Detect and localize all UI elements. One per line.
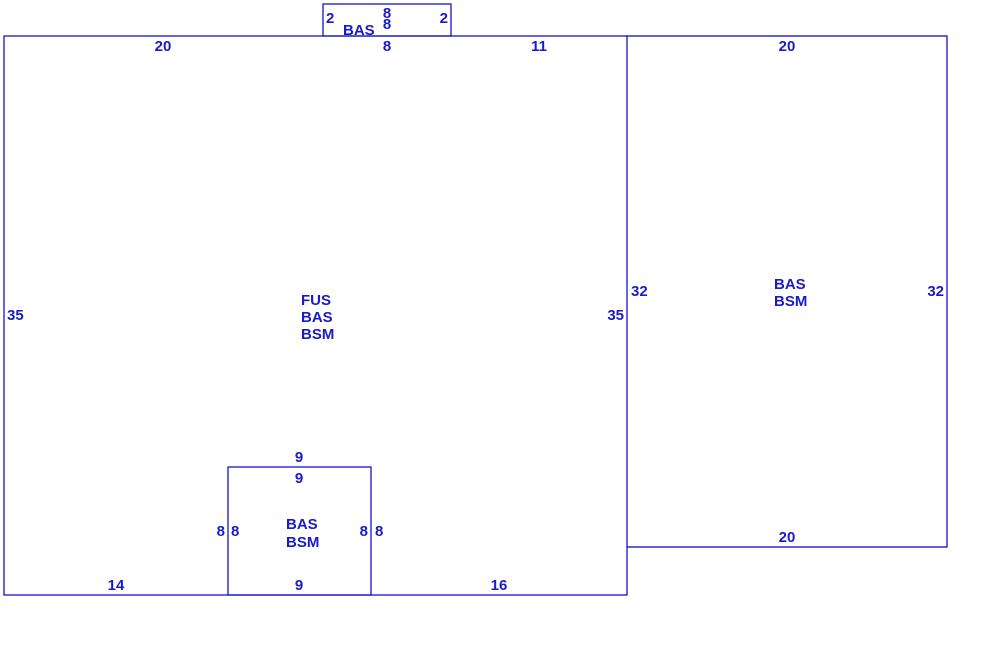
inset-dim-right-inner: 8 [360, 523, 368, 540]
main-dim-top-left: 20 [155, 38, 172, 55]
east-label-1: BAS [774, 276, 806, 293]
bay-dim-top: 8 [383, 5, 391, 22]
main-label-3: BSM [301, 326, 334, 343]
inset-area-outline [227, 466, 372, 596]
east-dim-left: 32 [631, 283, 648, 300]
bay-area-outline [322, 3, 452, 37]
inset-dim-left-inner: 8 [231, 523, 239, 540]
east-dim-bottom: 20 [779, 529, 796, 546]
inset-dim-top-inner: 9 [295, 470, 303, 487]
inset-dim-bottom: 9 [295, 577, 303, 594]
main-dim-top-right: 11 [531, 38, 547, 55]
main-dim-right: 35 [607, 307, 624, 324]
bay-label: BAS [343, 22, 375, 39]
east-area-outline [627, 35, 948, 548]
inset-label-1: BAS [286, 516, 318, 533]
inset-area: 9 9 9 8 8 8 8 BAS BSM [217, 449, 383, 596]
main-label-1: FUS [301, 292, 331, 309]
inset-dim-left-outer: 8 [217, 523, 225, 540]
main-dim-top-mid: 8 [383, 38, 391, 55]
main-dim-left: 35 [7, 307, 24, 324]
main-dim-bottom-right: 16 [491, 577, 508, 594]
east-area: 20 20 32 32 BAS BSM [627, 35, 948, 548]
main-area: 20 8 11 35 35 14 16 FUS BAS BSM [3, 35, 628, 596]
east-dim-right: 32 [927, 283, 944, 300]
east-label-2: BSM [774, 293, 807, 310]
main-dim-bottom-left: 14 [108, 577, 125, 594]
bay-dim-right: 2 [440, 10, 448, 27]
bay-dim-left: 2 [326, 10, 334, 27]
bay-dim-mid: 8 [383, 16, 391, 33]
inset-dim-top-outer: 9 [295, 449, 303, 466]
main-label-2: BAS [301, 309, 333, 326]
inset-label-2: BSM [286, 534, 319, 551]
inset-dim-right-outer: 8 [375, 523, 383, 540]
east-dim-top: 20 [779, 38, 796, 55]
bay-area: 2 2 8 8 BAS [322, 3, 452, 39]
